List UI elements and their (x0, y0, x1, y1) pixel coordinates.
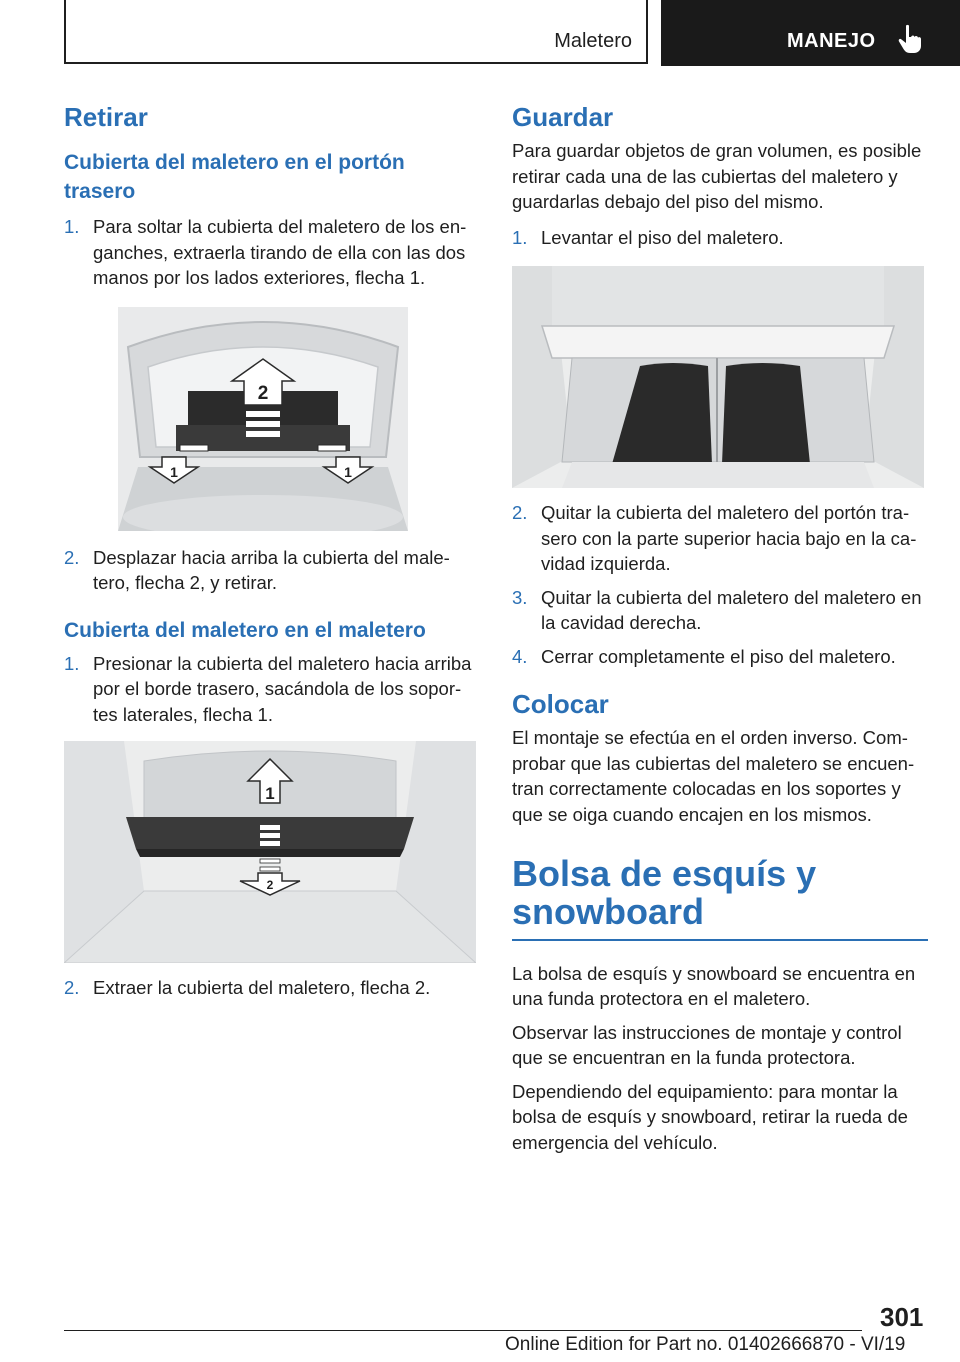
list-item: 1. Para soltar la cubierta del maletero … (64, 214, 476, 291)
guardar-heading: Guardar (512, 102, 614, 132)
arrow-label-up: 1 (265, 784, 274, 803)
step-number: 3. (512, 586, 528, 608)
list-item: 2. Desplazar hacia arriba la cubierta de… (64, 545, 476, 596)
header-chapter-tab[interactable]: MANEJO (661, 0, 960, 66)
left-column: Retirar Cubierta del maletero en el port… (64, 100, 476, 1001)
arrow-label-left: 1 (170, 464, 178, 480)
guardar-intro: Para guardar objetos de gran volumen, es… (512, 140, 922, 212)
step-number: 2. (64, 977, 80, 998)
list-item: 2. Quitar la cubierta del maletero del p… (512, 500, 928, 577)
bolsa-paragraph: Dependiendo del equipamiento: para monta… (512, 1080, 908, 1153)
step-text: Extraer la cubierta del maletero, flecha… (93, 977, 431, 998)
step-text: Presionar la cubierta del maletero hacia… (93, 652, 472, 725)
step-text: Levantar el piso del maletero. (541, 226, 784, 248)
list-item: 1. Presionar la cubierta del maletero ha… (64, 651, 476, 728)
right-column: Guardar Para guardar objetos de gran vol… (512, 100, 928, 1155)
step-number: 1. (512, 226, 528, 248)
bolsa-paragraph: La bolsa de esquís y snowboard se encuen… (512, 962, 916, 1010)
page-number: 301 (880, 1302, 924, 1332)
step-number: 4. (512, 645, 528, 667)
step-text: Para soltar la cubierta del maletero de … (93, 216, 467, 288)
hand-pointer-icon (898, 24, 921, 53)
step-text: Cerrar completamente el piso del maleter… (541, 645, 896, 667)
figure-trunk-cover: 1 2 (64, 741, 476, 963)
subheading-porton: Cubierta del maletero en el portón trase… (64, 151, 405, 203)
trunk-illustration: 1 2 (64, 741, 476, 963)
header-section-box: Maletero (64, 0, 648, 64)
tailgate-illustration: 2 1 1 (118, 306, 408, 531)
step-text: Quitar la cubierta del maletero del port… (541, 502, 917, 574)
heading-underline (512, 939, 928, 941)
arrow-label-up: 2 (258, 383, 269, 404)
step-number: 2. (64, 546, 80, 568)
colocar-text: El montaje se efectúa en el orden invers… (512, 727, 915, 825)
step-number: 2. (512, 502, 528, 523)
step-number: 1. (64, 652, 80, 674)
header-section-title: Maletero (554, 30, 632, 52)
list-item: 4. Cerrar completamente el piso del male… (512, 644, 928, 670)
step-text: Quitar la cubierta del maletero del male… (541, 586, 922, 634)
list-item: 2. Extraer la cubierta del maletero, fle… (64, 975, 476, 1001)
footer-divider (64, 1330, 862, 1331)
arrow-label-right: 1 (344, 464, 352, 480)
colocar-heading: Colocar (512, 689, 609, 719)
subheading-maletero: Cubierta del maletero en el maletero (64, 618, 426, 642)
bolsa-paragraph: Observar las instrucciones de montaje y … (512, 1021, 902, 1069)
header-chapter-title: MANEJO (787, 30, 876, 52)
list-item: 1. Levantar el piso del maletero. (512, 225, 928, 251)
footer-edition: Online Edition for Part no. 01402666870 … (505, 1334, 906, 1355)
bolsa-heading: Bolsa de esquís y snowboard (512, 853, 817, 932)
figure-underfloor-storage (512, 266, 924, 488)
list-item: 3. Quitar la cubierta del maletero del m… (512, 585, 928, 636)
figure-tailgate-cover: 2 1 1 (118, 306, 408, 531)
underfloor-illustration (512, 266, 924, 488)
step-text: Desplazar hacia arriba la cubierta del m… (93, 546, 450, 594)
arrow-label-down: 2 (267, 878, 274, 892)
retirar-heading: Retirar (64, 102, 148, 132)
step-number: 1. (64, 216, 80, 237)
